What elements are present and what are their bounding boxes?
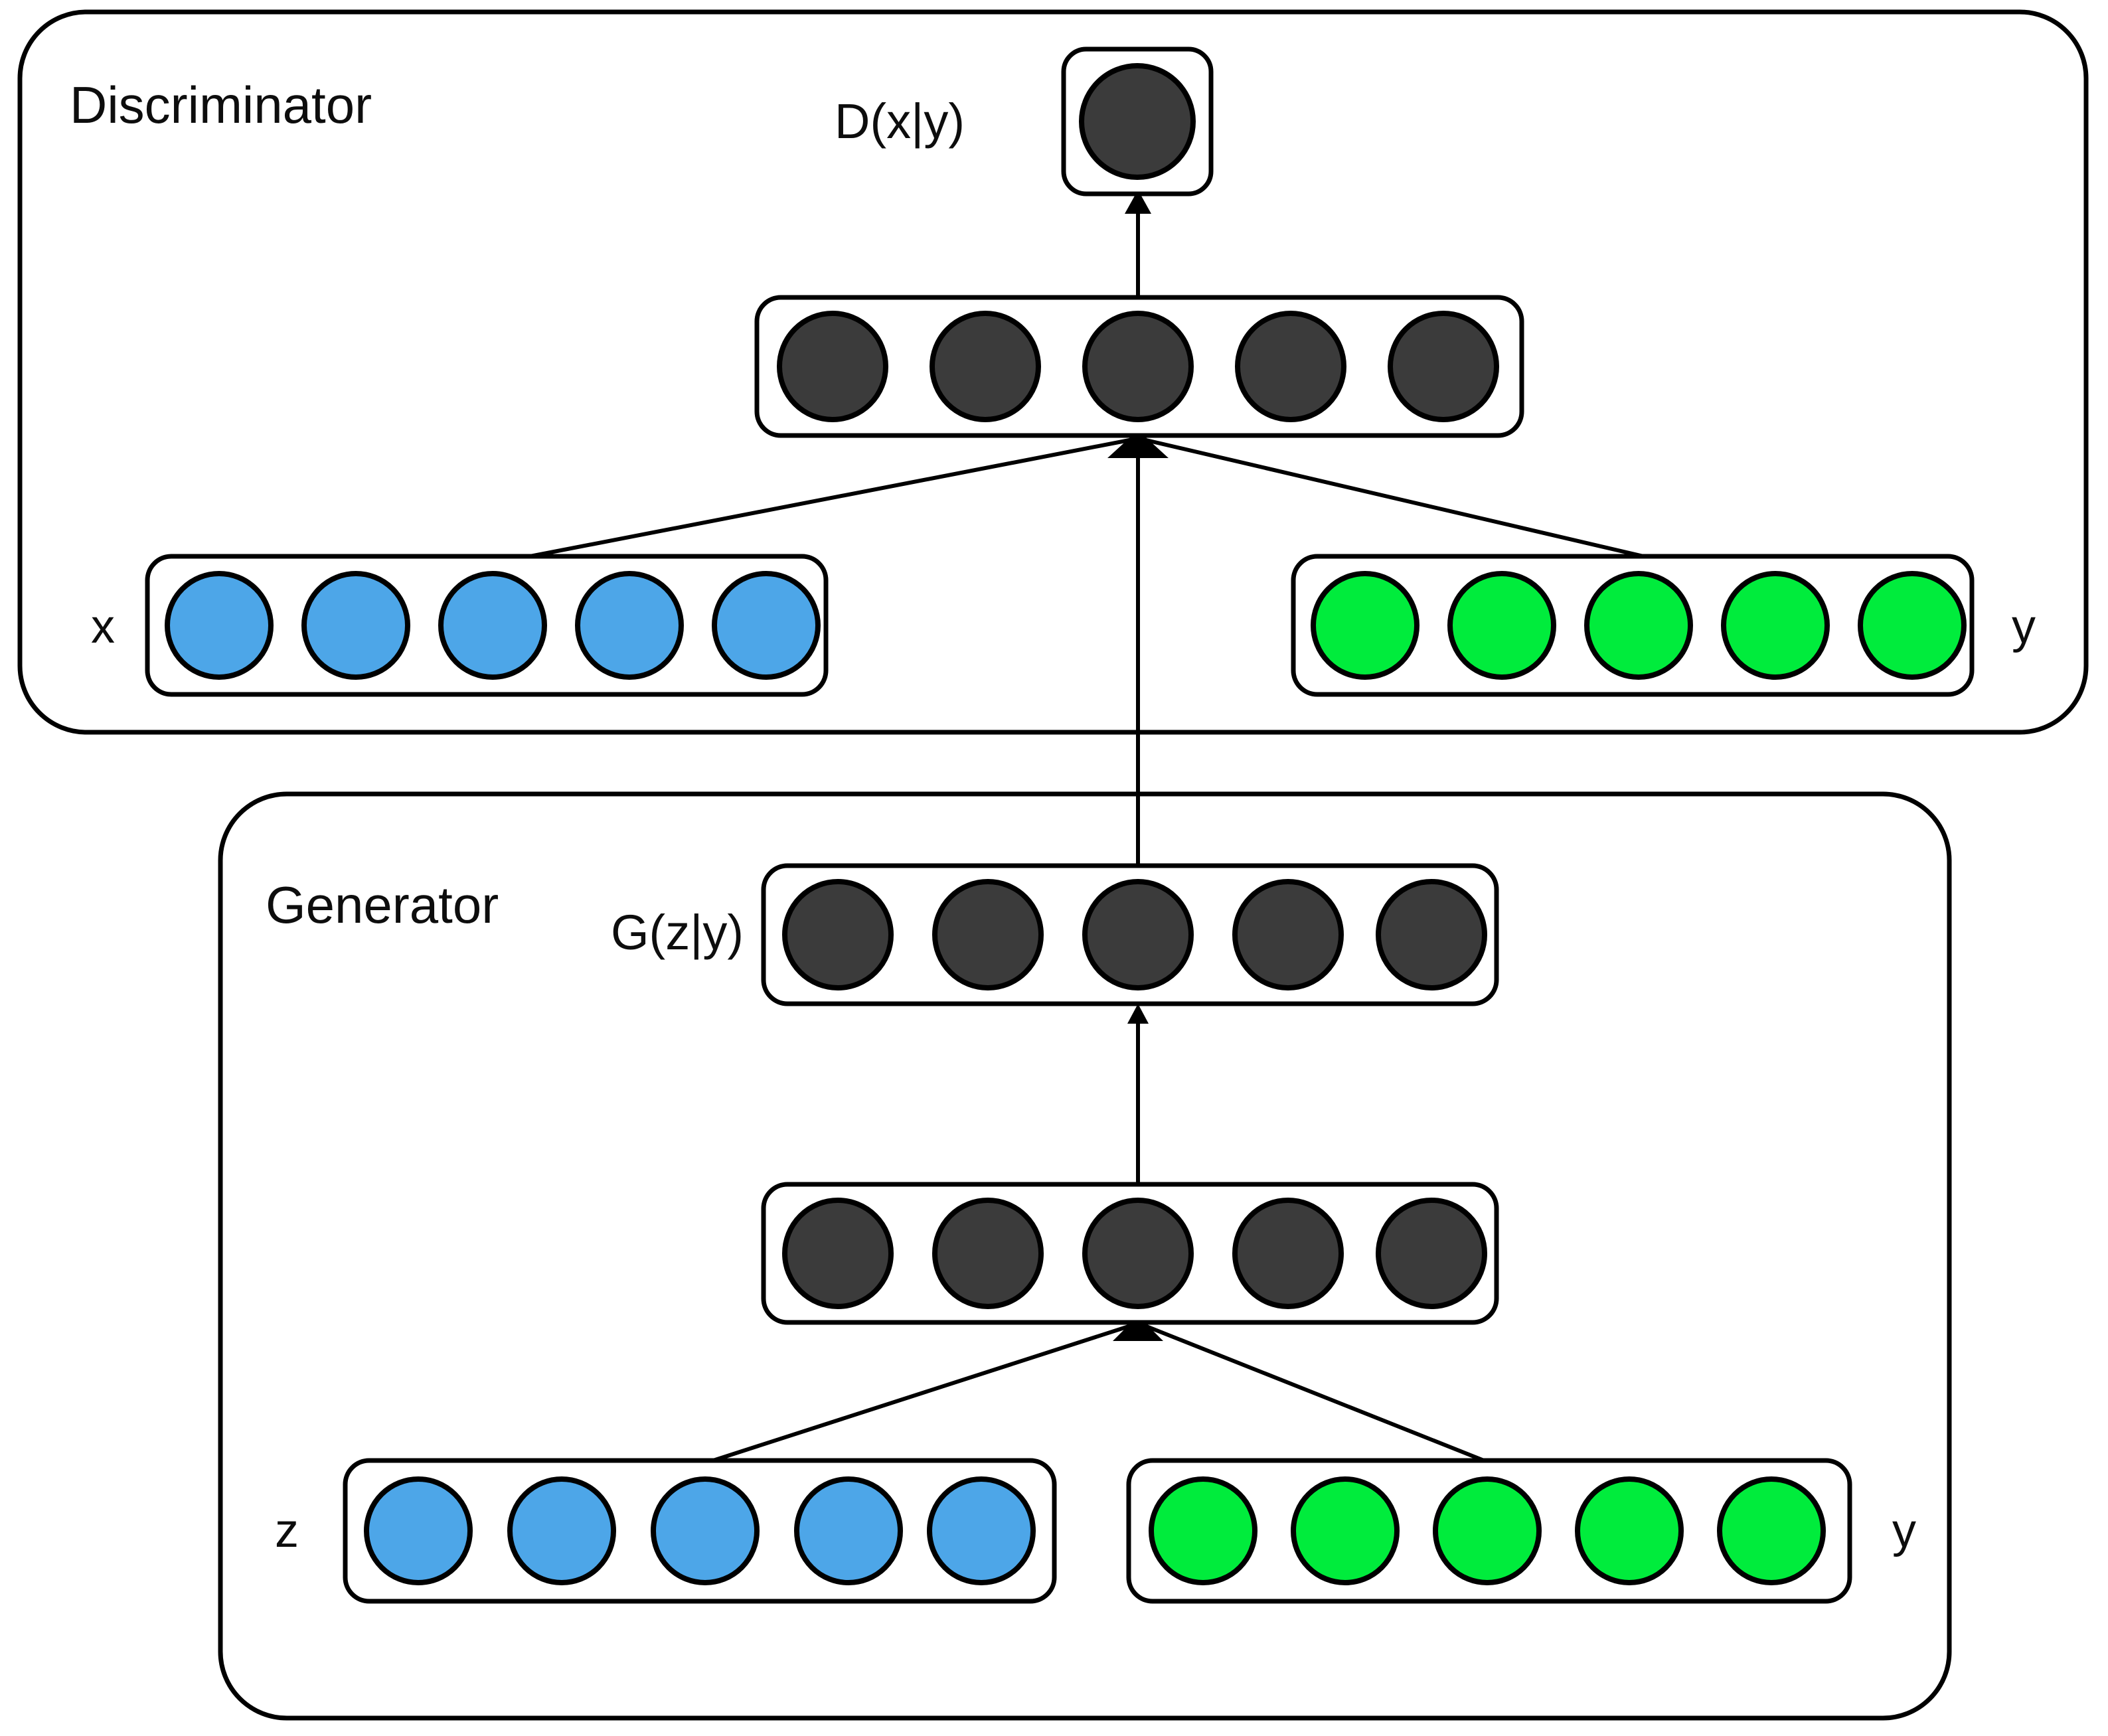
discriminator-hidden-node[interactable]	[777, 311, 888, 422]
generator-hidden-node[interactable]	[782, 1198, 894, 1309]
arrowhead-geninputs-to-genhidden	[1113, 1316, 1163, 1341]
input-x-node[interactable]	[165, 571, 274, 680]
discriminator-hidden-node[interactable]	[1082, 311, 1194, 422]
discriminator-title: Discriminator	[70, 76, 372, 134]
input-z-label: z	[275, 1504, 299, 1557]
input-y-label: y	[2012, 600, 2036, 653]
arrowhead-inputs-to-hidden	[1107, 430, 1169, 458]
edge-y-to-hidden	[1143, 437, 1650, 560]
discriminator-hidden-node[interactable]	[1235, 311, 1346, 422]
generator-input-y-node[interactable]	[1433, 1476, 1542, 1585]
generator-hidden-node[interactable]	[932, 1198, 1044, 1309]
input-x-node[interactable]	[301, 571, 410, 680]
generator-output-node[interactable]	[932, 879, 1044, 990]
generator-output-label: G(z|y)	[611, 905, 744, 960]
discriminator-panel	[17, 9, 2089, 735]
generator-title: Generator	[266, 876, 499, 934]
input-x-node[interactable]	[575, 571, 684, 680]
edge-x-to-hidden	[523, 437, 1133, 560]
arrowhead-genhidden-to-genoutput	[1127, 1004, 1149, 1024]
generator-input-y-node[interactable]	[1575, 1476, 1684, 1585]
input-x-node[interactable]	[712, 571, 821, 680]
generator-output-node[interactable]	[782, 879, 894, 990]
input-z-node[interactable]	[364, 1476, 473, 1585]
generator-input-y-node[interactable]	[1291, 1476, 1400, 1585]
generator-input-y-label: y	[1892, 1504, 1916, 1557]
input-y-node[interactable]	[1858, 571, 1967, 680]
discriminator-output-label: D(x|y)	[835, 94, 965, 149]
generator-hidden-node[interactable]	[1232, 1198, 1344, 1309]
generator-input-y-node[interactable]	[1149, 1476, 1257, 1585]
arrowhead-hidden-to-output	[1125, 190, 1151, 214]
discriminator-hidden-node[interactable]	[930, 311, 1041, 422]
input-z-node[interactable]	[794, 1476, 903, 1585]
input-x-label: x	[91, 600, 115, 653]
generator-output-node[interactable]	[1082, 879, 1194, 990]
generator-hidden-node[interactable]	[1376, 1198, 1487, 1309]
edge-ybottom-to-genhidden	[1142, 1323, 1489, 1464]
input-y-node[interactable]	[1721, 571, 1830, 680]
input-y-node[interactable]	[1311, 571, 1419, 680]
discriminator-hidden-node[interactable]	[1388, 311, 1499, 422]
generator-panel	[218, 791, 1952, 1721]
input-y-node[interactable]	[1584, 571, 1693, 680]
generator-input-y-node[interactable]	[1717, 1476, 1826, 1585]
generator-output-node[interactable]	[1232, 879, 1344, 990]
input-z-node[interactable]	[507, 1476, 616, 1585]
input-y-node[interactable]	[1447, 571, 1556, 680]
input-x-node[interactable]	[438, 571, 547, 680]
generator-output-node[interactable]	[1376, 879, 1487, 990]
input-z-node[interactable]	[927, 1476, 1036, 1585]
input-z-node[interactable]	[651, 1476, 760, 1585]
edge-z-to-genhidden	[708, 1323, 1133, 1464]
generator-hidden-node[interactable]	[1082, 1198, 1194, 1309]
discriminator-output-node[interactable]	[1079, 63, 1196, 180]
